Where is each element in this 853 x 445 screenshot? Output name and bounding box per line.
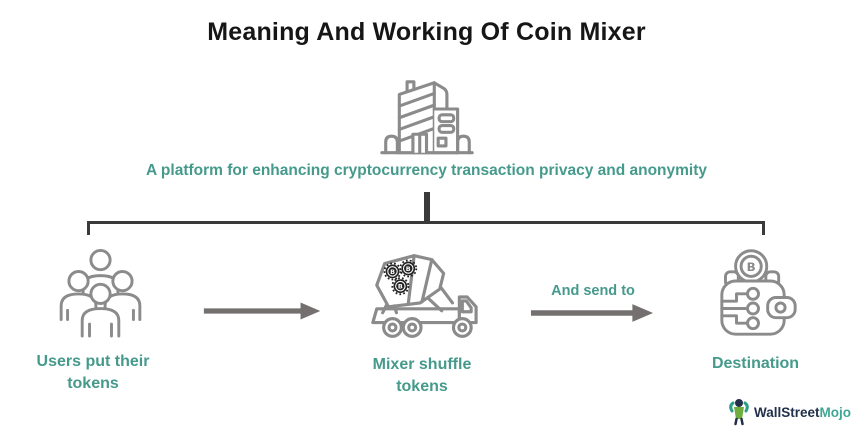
- page-title: Meaning And Working Of Coin Mixer: [207, 18, 646, 46]
- bitcoin-coin-icon: B: [399, 259, 418, 278]
- arrow-right-icon: [203, 302, 321, 320]
- step2-label: Mixer shuffle tokens: [372, 356, 472, 395]
- bitcoin-coin-icon: B: [391, 277, 410, 296]
- svg-text:B: B: [390, 268, 395, 276]
- step3-label: Destination: [711, 355, 800, 372]
- platform-description: A platform for enhancing cryptocurrency …: [146, 162, 707, 179]
- bitcoin-coin-icon: B: [383, 262, 402, 281]
- wallstreetmojo-logo: WallStreetMojo: [727, 398, 851, 426]
- connector-right-drop: [762, 221, 765, 235]
- bitcoin-wallet-icon: B: [720, 249, 797, 336]
- arrow2-caption: And send to: [551, 283, 635, 299]
- logo-text: WallStreetMojo: [754, 405, 851, 420]
- wallstreetmojo-mascot-icon: [729, 399, 749, 426]
- logo-text-primary: WallStreet: [754, 404, 820, 420]
- svg-text:B: B: [406, 265, 411, 273]
- svg-text:B: B: [398, 283, 403, 291]
- logo-text-secondary: Mojo: [819, 404, 852, 420]
- mixer-truck-icon: B B B: [371, 254, 478, 338]
- users-group-icon: [59, 248, 142, 338]
- connector-left-drop: [87, 221, 90, 235]
- connector-stem: [424, 192, 430, 222]
- connector-horizontal-line: [87, 221, 765, 224]
- step1-label: Users put their tokens: [36, 353, 150, 392]
- svg-text:B: B: [747, 260, 756, 274]
- office-building-icon: [380, 80, 474, 155]
- arrow-right-icon: [530, 304, 654, 322]
